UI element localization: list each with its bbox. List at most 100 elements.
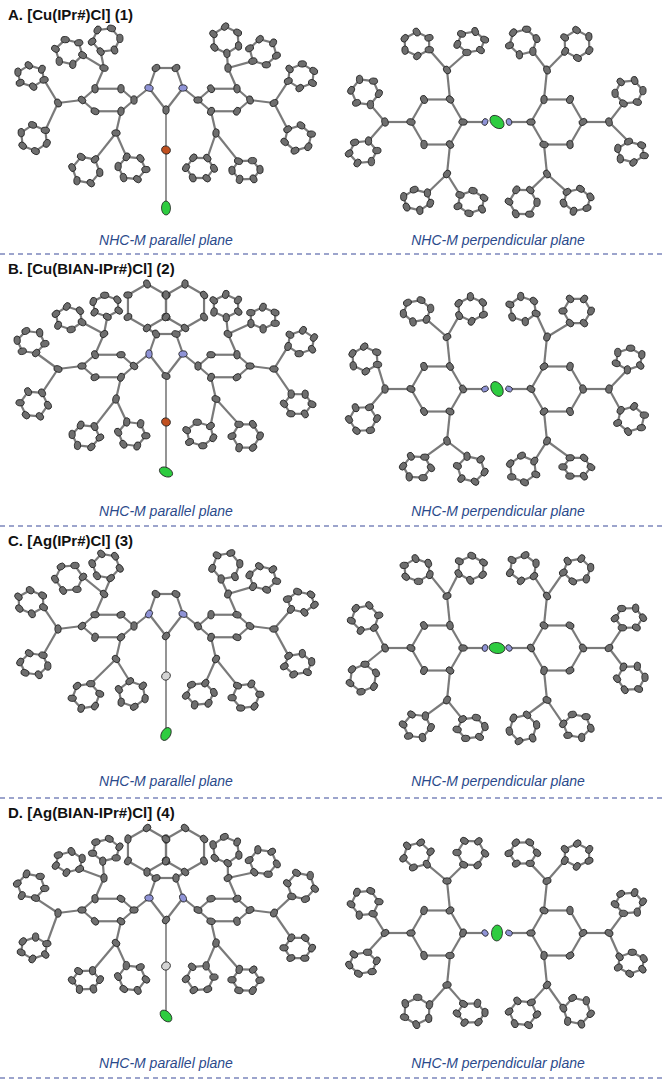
atom-ellipsoid <box>359 341 370 351</box>
atom-ellipsoid <box>256 431 265 441</box>
atom-ellipsoid <box>582 713 591 720</box>
atom-ellipsoid <box>522 710 532 720</box>
atom-ellipsoid <box>233 84 241 93</box>
atom-ellipsoid <box>614 144 622 153</box>
atom-ellipsoid <box>204 698 214 708</box>
atom-ellipsoid <box>36 873 45 880</box>
atom-ellipsoid <box>116 916 127 926</box>
atom-ellipsoid <box>478 310 488 319</box>
atom-ellipsoid <box>104 834 114 843</box>
atom-ellipsoid <box>525 185 536 195</box>
atom-ellipsoid <box>372 348 382 356</box>
bond <box>165 150 167 208</box>
atom-ellipsoid <box>87 36 98 46</box>
atom-ellipsoid <box>426 463 436 474</box>
atom-ellipsoid <box>248 57 258 65</box>
atom-ellipsoid <box>260 325 267 334</box>
atom-ellipsoid <box>402 841 412 852</box>
atom-ellipsoid <box>246 95 254 105</box>
atom-ellipsoid <box>42 940 51 948</box>
atom-ellipsoid <box>463 452 471 461</box>
atom-ellipsoid <box>18 936 28 947</box>
atom-ellipsoid <box>270 626 279 633</box>
atom-ellipsoid <box>453 39 462 49</box>
atom-ellipsoid <box>88 850 97 857</box>
atom-ellipsoid <box>235 443 243 453</box>
atom-ellipsoid <box>206 83 216 94</box>
atom-ellipsoid <box>244 44 254 53</box>
atom-ellipsoid <box>209 42 219 53</box>
atom-ellipsoid <box>44 662 51 671</box>
atom-ellipsoid <box>209 163 218 173</box>
atom-ellipsoid <box>294 83 305 93</box>
atom-ellipsoid <box>426 198 435 208</box>
atom-ellipsoid <box>628 157 638 168</box>
atom-ellipsoid <box>135 963 145 972</box>
atom-ellipsoid <box>181 279 188 288</box>
atom-ellipsoid <box>114 684 124 695</box>
atom-ellipsoid <box>27 609 36 619</box>
atom-ellipsoid <box>129 361 140 371</box>
atom-ellipsoid <box>426 722 435 732</box>
atom-ellipsoid <box>638 896 648 907</box>
atom-ellipsoid <box>67 846 77 856</box>
atom-ellipsoid <box>470 477 481 487</box>
atom-ellipsoid <box>455 191 465 199</box>
atom-ellipsoid <box>269 908 278 918</box>
atom-ellipsoid <box>515 50 523 59</box>
atom-ellipsoid <box>520 550 530 559</box>
atom-ellipsoid <box>233 681 243 690</box>
atom-ellipsoid <box>505 385 514 393</box>
atom-ellipsoid <box>442 981 452 989</box>
bond <box>274 913 291 938</box>
atom-ellipsoid <box>540 666 548 676</box>
atom-ellipsoid <box>95 974 105 984</box>
atom-ellipsoid <box>402 202 411 212</box>
bond-layer <box>17 284 644 482</box>
atom-ellipsoid <box>302 668 312 677</box>
atom-ellipsoid <box>205 421 215 431</box>
atom-ellipsoid <box>563 556 573 567</box>
atom-ellipsoid <box>180 867 190 877</box>
atom-ellipsoid <box>69 60 77 69</box>
atom-ellipsoid <box>203 962 210 971</box>
atom-ellipsoid <box>415 838 426 848</box>
atom-ellipsoid <box>532 848 542 858</box>
atom-ellipsoid <box>406 643 416 652</box>
atom-ellipsoid <box>632 98 642 106</box>
atom-ellipsoid <box>233 28 243 37</box>
atom-ellipsoid <box>202 153 212 164</box>
atom-ellipsoid <box>114 841 124 852</box>
atom-ellipsoid <box>372 413 382 424</box>
atom-ellipsoid <box>212 938 220 948</box>
atom-ellipsoid <box>578 643 588 653</box>
atom-ellipsoid <box>112 294 122 305</box>
atom-ellipsoid <box>286 410 295 418</box>
atom-ellipsoid <box>471 27 480 37</box>
atom-ellipsoid <box>222 858 233 868</box>
atom-ellipsoid <box>23 386 33 396</box>
atom-ellipsoid <box>99 857 106 866</box>
atom-ellipsoid <box>290 146 300 155</box>
atom-ellipsoid <box>283 595 293 603</box>
atom-ellipsoid <box>161 834 171 843</box>
atom-ellipsoid <box>118 84 125 93</box>
atom-ellipsoid <box>406 929 415 937</box>
atom-ellipsoid <box>505 300 515 308</box>
atom-ellipsoid <box>236 559 243 568</box>
atom-ellipsoid <box>72 681 83 691</box>
atom-ellipsoid <box>144 84 154 92</box>
atom-ellipsoid <box>604 643 614 653</box>
atom-ellipsoid <box>179 85 188 92</box>
atom-ellipsoid <box>227 432 237 440</box>
atom-ellipsoid <box>208 29 219 39</box>
bond <box>165 676 167 734</box>
atom-ellipsoid <box>135 153 145 164</box>
atom-ellipsoid <box>181 162 191 173</box>
atom-ellipsoid <box>349 361 357 371</box>
atom-ellipsoid <box>181 425 191 435</box>
atom-ellipsoid <box>381 117 389 127</box>
atom-ellipsoid <box>402 298 412 307</box>
atom-ellipsoid <box>409 317 417 327</box>
atom-ellipsoid <box>21 410 31 420</box>
